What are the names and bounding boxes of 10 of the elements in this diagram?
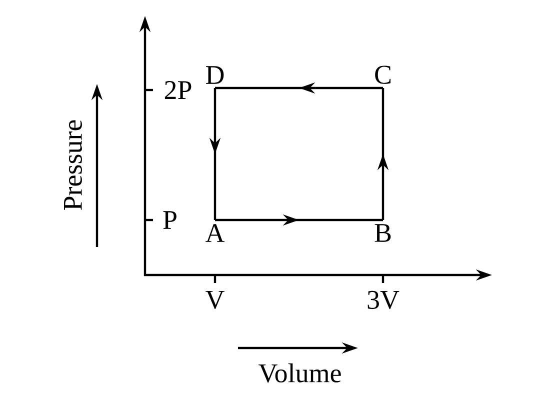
axis-title: Pressure (64, 120, 82, 210)
tick-label: 2P (164, 81, 192, 99)
tick-label: V (206, 290, 224, 310)
point-label: C (375, 66, 391, 84)
tick-label: P (163, 211, 176, 229)
point-label: B (374, 224, 391, 242)
point-label: A (206, 224, 225, 242)
tick-label: 3V (368, 290, 400, 310)
point-label: D (206, 66, 224, 84)
axis-title: Volume (258, 363, 341, 383)
